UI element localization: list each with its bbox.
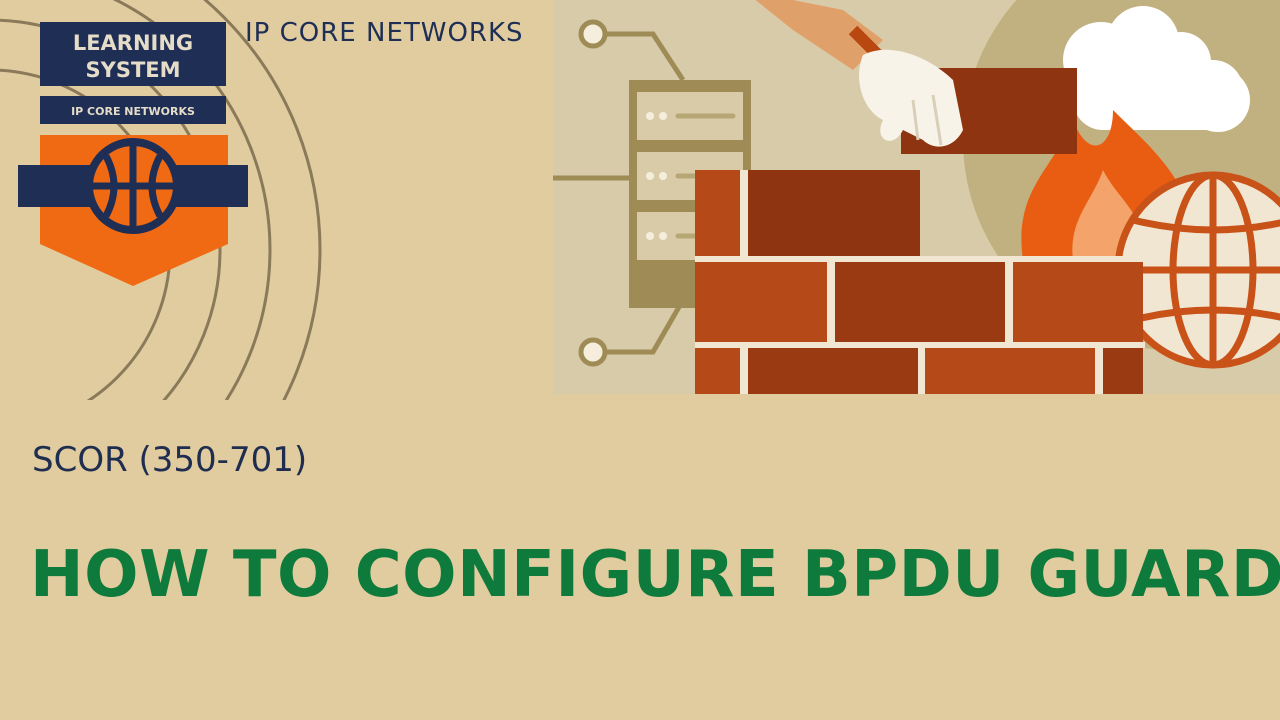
logo-line-1: LEARNING	[73, 31, 193, 55]
firewall-illustration	[553, 0, 1280, 394]
basketball-icon	[85, 138, 181, 234]
course-code: SCOR (350-701)	[32, 440, 308, 480]
brick-wall-icon	[695, 170, 1145, 394]
cloud-icon	[1063, 6, 1250, 132]
hand-placing-brick-icon	[755, 0, 1077, 154]
video-title: HOW TO CONFIGURE BPDU GUARD	[30, 538, 1280, 612]
logo-line-3: IP CORE NETWORKS	[71, 105, 195, 118]
logo-line-2: SYSTEM	[85, 58, 180, 82]
brand-name: IP CORE NETWORKS	[245, 18, 524, 48]
globe-icon	[1114, 171, 1280, 369]
learning-system-logo: LEARNING SYSTEM IP CORE NETWORKS	[18, 22, 248, 286]
